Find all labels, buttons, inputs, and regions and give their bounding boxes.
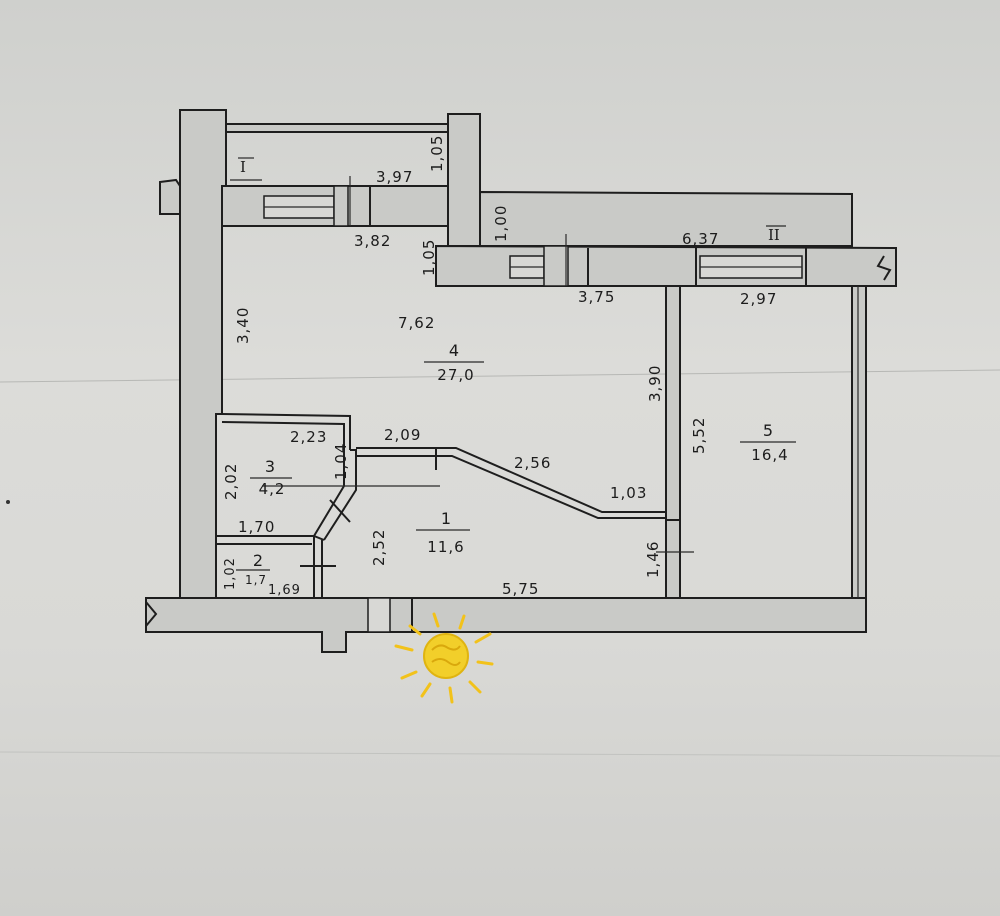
- wall-break-mark: [145, 601, 158, 627]
- dim-room-3-height: 2,02: [222, 463, 240, 500]
- sun-disc: [423, 633, 469, 679]
- dim-room-4-notch-depth: 1,05: [420, 239, 438, 276]
- dim-room-2-height: 1,02: [223, 557, 238, 590]
- dim-room-1-bottom-width: 5,75: [502, 580, 539, 598]
- dim-balcony-1-width: 3,97: [376, 168, 413, 186]
- partition-4-5: [665, 285, 681, 599]
- room-4-number: 4: [449, 341, 459, 360]
- dim-room-1-top-right: 1,03: [610, 484, 647, 502]
- room-1-area: 11,6: [427, 538, 464, 556]
- room-3-number: 3: [265, 457, 275, 476]
- dim-room-4-right-height: 3,90: [646, 365, 664, 402]
- sun-rays: [394, 612, 494, 704]
- room-5-number: 5: [763, 421, 773, 440]
- dim-room-4-inner-width: 7,62: [398, 314, 435, 332]
- wall-break-mark: [876, 255, 892, 281]
- left-wall-stub: [159, 178, 181, 215]
- balcony-1-label: I: [240, 158, 246, 176]
- dim-room-5-height: 5,52: [690, 417, 708, 454]
- bottom-wall: [145, 597, 867, 653]
- room-1-number: 1: [441, 509, 451, 528]
- room-2-area: 1,7: [245, 573, 267, 587]
- dim-room-2-width: 1,69: [268, 583, 301, 598]
- dim-room-3-bottom-width: 1,70: [238, 518, 275, 536]
- partition-room-1-top-inner: [356, 455, 666, 519]
- dim-room-1-right-height: 1,46: [644, 541, 662, 578]
- sun-scribble: [431, 644, 461, 666]
- dim-room-4-top-right: 3,75: [578, 288, 615, 306]
- dim-room-1-top-left: 2,09: [384, 426, 421, 444]
- room-3-top-wall: [221, 413, 351, 450]
- room-3-right-wall: [323, 449, 357, 541]
- room-2-top-wall: [216, 535, 325, 541]
- dim-room-1-diagonal: 2,56: [514, 454, 551, 472]
- dim-room-4-top-width: 3,82: [354, 232, 391, 250]
- door-balcony-2: [543, 245, 569, 287]
- dim-room-3-top-width: 2,23: [290, 428, 327, 446]
- left-wall: [179, 109, 227, 599]
- door-mark: [329, 499, 351, 523]
- room-3-area: 4,2: [259, 480, 286, 498]
- balcony-2-wall: [479, 190, 853, 247]
- scan-streak: [0, 751, 1000, 757]
- dim-balcony-2-depth: 1,00: [492, 205, 510, 242]
- balcony-1-slab: [225, 123, 449, 133]
- dim-balcony-2-width: 6,37: [682, 230, 719, 248]
- sun-icon: [394, 612, 494, 704]
- dim-room-4-left-height: 3,40: [234, 307, 252, 344]
- dim-balcony-1-depth: 1,05: [428, 135, 446, 172]
- dim-room-3-right-height: 1,04: [332, 443, 350, 480]
- scan-dot: [6, 500, 10, 504]
- dim-room-1-left-height: 2,52: [370, 529, 388, 566]
- partition-room-1-top: [356, 447, 666, 513]
- entrance-door: [367, 597, 391, 633]
- room-3-top-wall-inner: [221, 421, 345, 458]
- right-wall: [851, 285, 867, 599]
- room-5-area: 16,4: [751, 446, 788, 464]
- door-balcony-1: [333, 185, 349, 227]
- balcony-1-right-wall: [447, 113, 481, 247]
- balcony-2-label: II: [768, 226, 780, 244]
- scan-streak: [0, 369, 1000, 383]
- room-2-number: 2: [253, 551, 263, 570]
- top-wall-room-4-5: [435, 244, 897, 287]
- room-4-area: 27,0: [437, 366, 474, 384]
- dim-room-5-top-width: 2,97: [740, 290, 777, 308]
